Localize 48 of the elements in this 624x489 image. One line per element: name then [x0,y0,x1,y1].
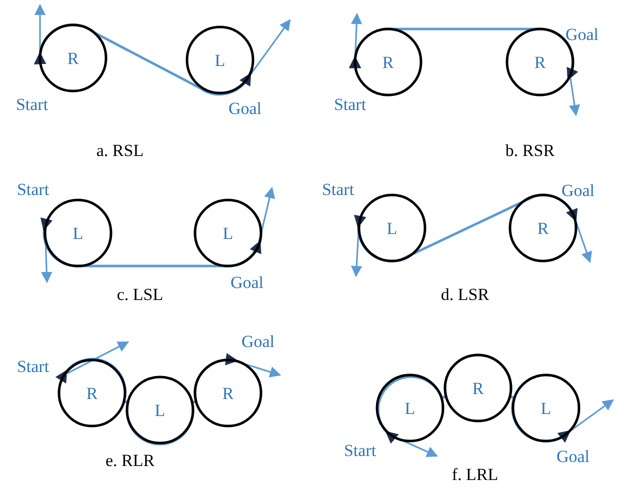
endpoint-label: Start [16,95,48,114]
path-line [40,218,261,268]
turn-direction-label: L [404,399,416,418]
endpoint-label: Start [344,441,376,460]
turn-direction-label: L [540,399,552,418]
path-line [33,23,252,96]
turn-circle [126,376,194,444]
endpoint-label: Goal [230,273,264,292]
turn-direction-label: R [472,379,484,398]
endpoint-label: Start [322,180,354,199]
turn-circle [376,374,444,442]
turn-circle [194,358,262,428]
endpoint-label: Goal [228,99,262,118]
turn-direction-label: R [222,384,234,403]
endpoint-label: Start [16,357,50,376]
endpoint-label: Start [334,95,366,114]
turn-direction-label: R [537,219,549,238]
endpoint-label: Goal [241,332,275,351]
path-line [55,353,238,446]
turn-circle [186,26,254,94]
turn-direction-label: L [222,224,234,243]
turn-circle [194,198,262,268]
caption: b. RSR [505,141,555,160]
endpoint-label: Goal [561,181,595,200]
turn-direction-label: R [86,384,98,403]
caption: f. LRL [452,465,498,484]
turn-circle [38,24,108,92]
turn-direction-label: R [382,53,394,72]
caption: e. RLR [105,451,155,470]
turn-circle [354,28,422,96]
turn-direction-label: L [72,224,84,243]
turn-circle [358,194,426,262]
turn-circle [512,374,580,442]
turn-direction-label: L [154,401,166,420]
turn-direction-label: L [386,219,398,238]
endpoint-label: Start [16,180,50,199]
caption: d. LSR [440,285,490,304]
caption: c. LSL [116,285,164,304]
path-line [354,194,578,262]
turn-circle [44,198,112,268]
turn-direction-label: R [534,53,546,72]
endpoint-label: Goal [565,25,599,44]
turn-direction-label: R [67,49,79,68]
caption: a. RSL [96,141,144,160]
turn-direction-label: L [214,51,226,70]
turn-circle [444,354,512,422]
turn-circle [58,358,126,428]
endpoint-label: Goal [556,447,590,466]
